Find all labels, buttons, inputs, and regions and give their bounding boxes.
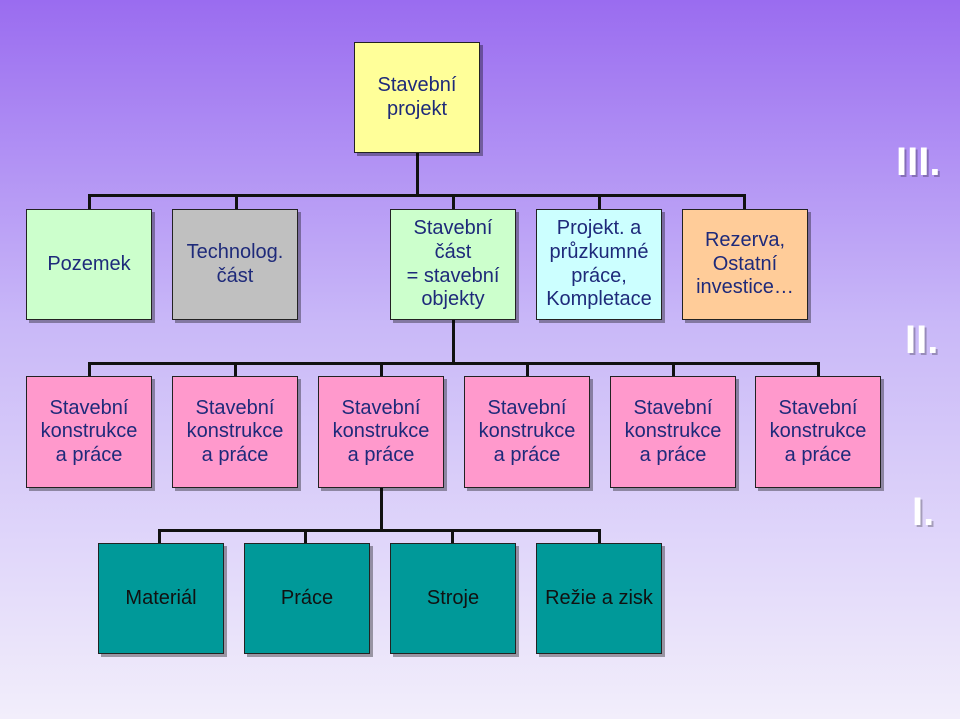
level2-node-6: Stavební konstrukce a práce [755,376,881,488]
level-label-2: II. [905,318,939,362]
level3-node-pozemek: Pozemek [26,209,152,320]
level2-bus [88,362,820,365]
root-stem [416,153,419,196]
level2-node-3: Stavební konstrukce a práce [318,376,444,488]
level1-drop-2 [304,529,307,543]
level3-node-technolog: Technolog. část [172,209,298,320]
level1-drop-3 [451,529,454,543]
level3-node-stavebni-cast: Stavební část = stavební objekty [390,209,516,320]
level2-drop-5 [672,362,675,377]
level3-node-rezerva: Rezerva, Ostatní investice… [682,209,808,320]
level3-stem [452,320,455,364]
level2-node-1: Stavební konstrukce a práce [26,376,152,488]
level-label-3: III. [896,140,941,184]
level1-node-material: Materiál [98,543,224,654]
level3-drop-2 [235,194,238,210]
level1-node-prace: Práce [244,543,370,654]
level3-node-projekt: Projekt. a průzkumné práce, Kompletace [536,209,662,320]
level3-bus [88,194,746,197]
level3-drop-1 [88,194,91,210]
level-label-1: I. [912,490,935,534]
level1-bus [158,529,601,532]
level2-drop-6 [817,362,820,377]
level2-drop-3 [380,362,383,377]
level3-drop-3 [452,194,455,210]
level2-drop-1 [88,362,91,377]
level3-drop-4 [598,194,601,210]
level1-drop-1 [158,529,161,543]
level2-drop-4 [526,362,529,377]
level2-stem [380,488,383,531]
level2-drop-2 [234,362,237,377]
level1-node-stroje: Stroje [390,543,516,654]
level3-drop-5 [743,194,746,210]
level2-node-5: Stavební konstrukce a práce [610,376,736,488]
level2-node-4: Stavební konstrukce a práce [464,376,590,488]
level1-drop-4 [598,529,601,543]
level2-node-2: Stavební konstrukce a práce [172,376,298,488]
level1-node-rezie: Režie a zisk [536,543,662,654]
root-node: Stavební projekt [354,42,480,153]
